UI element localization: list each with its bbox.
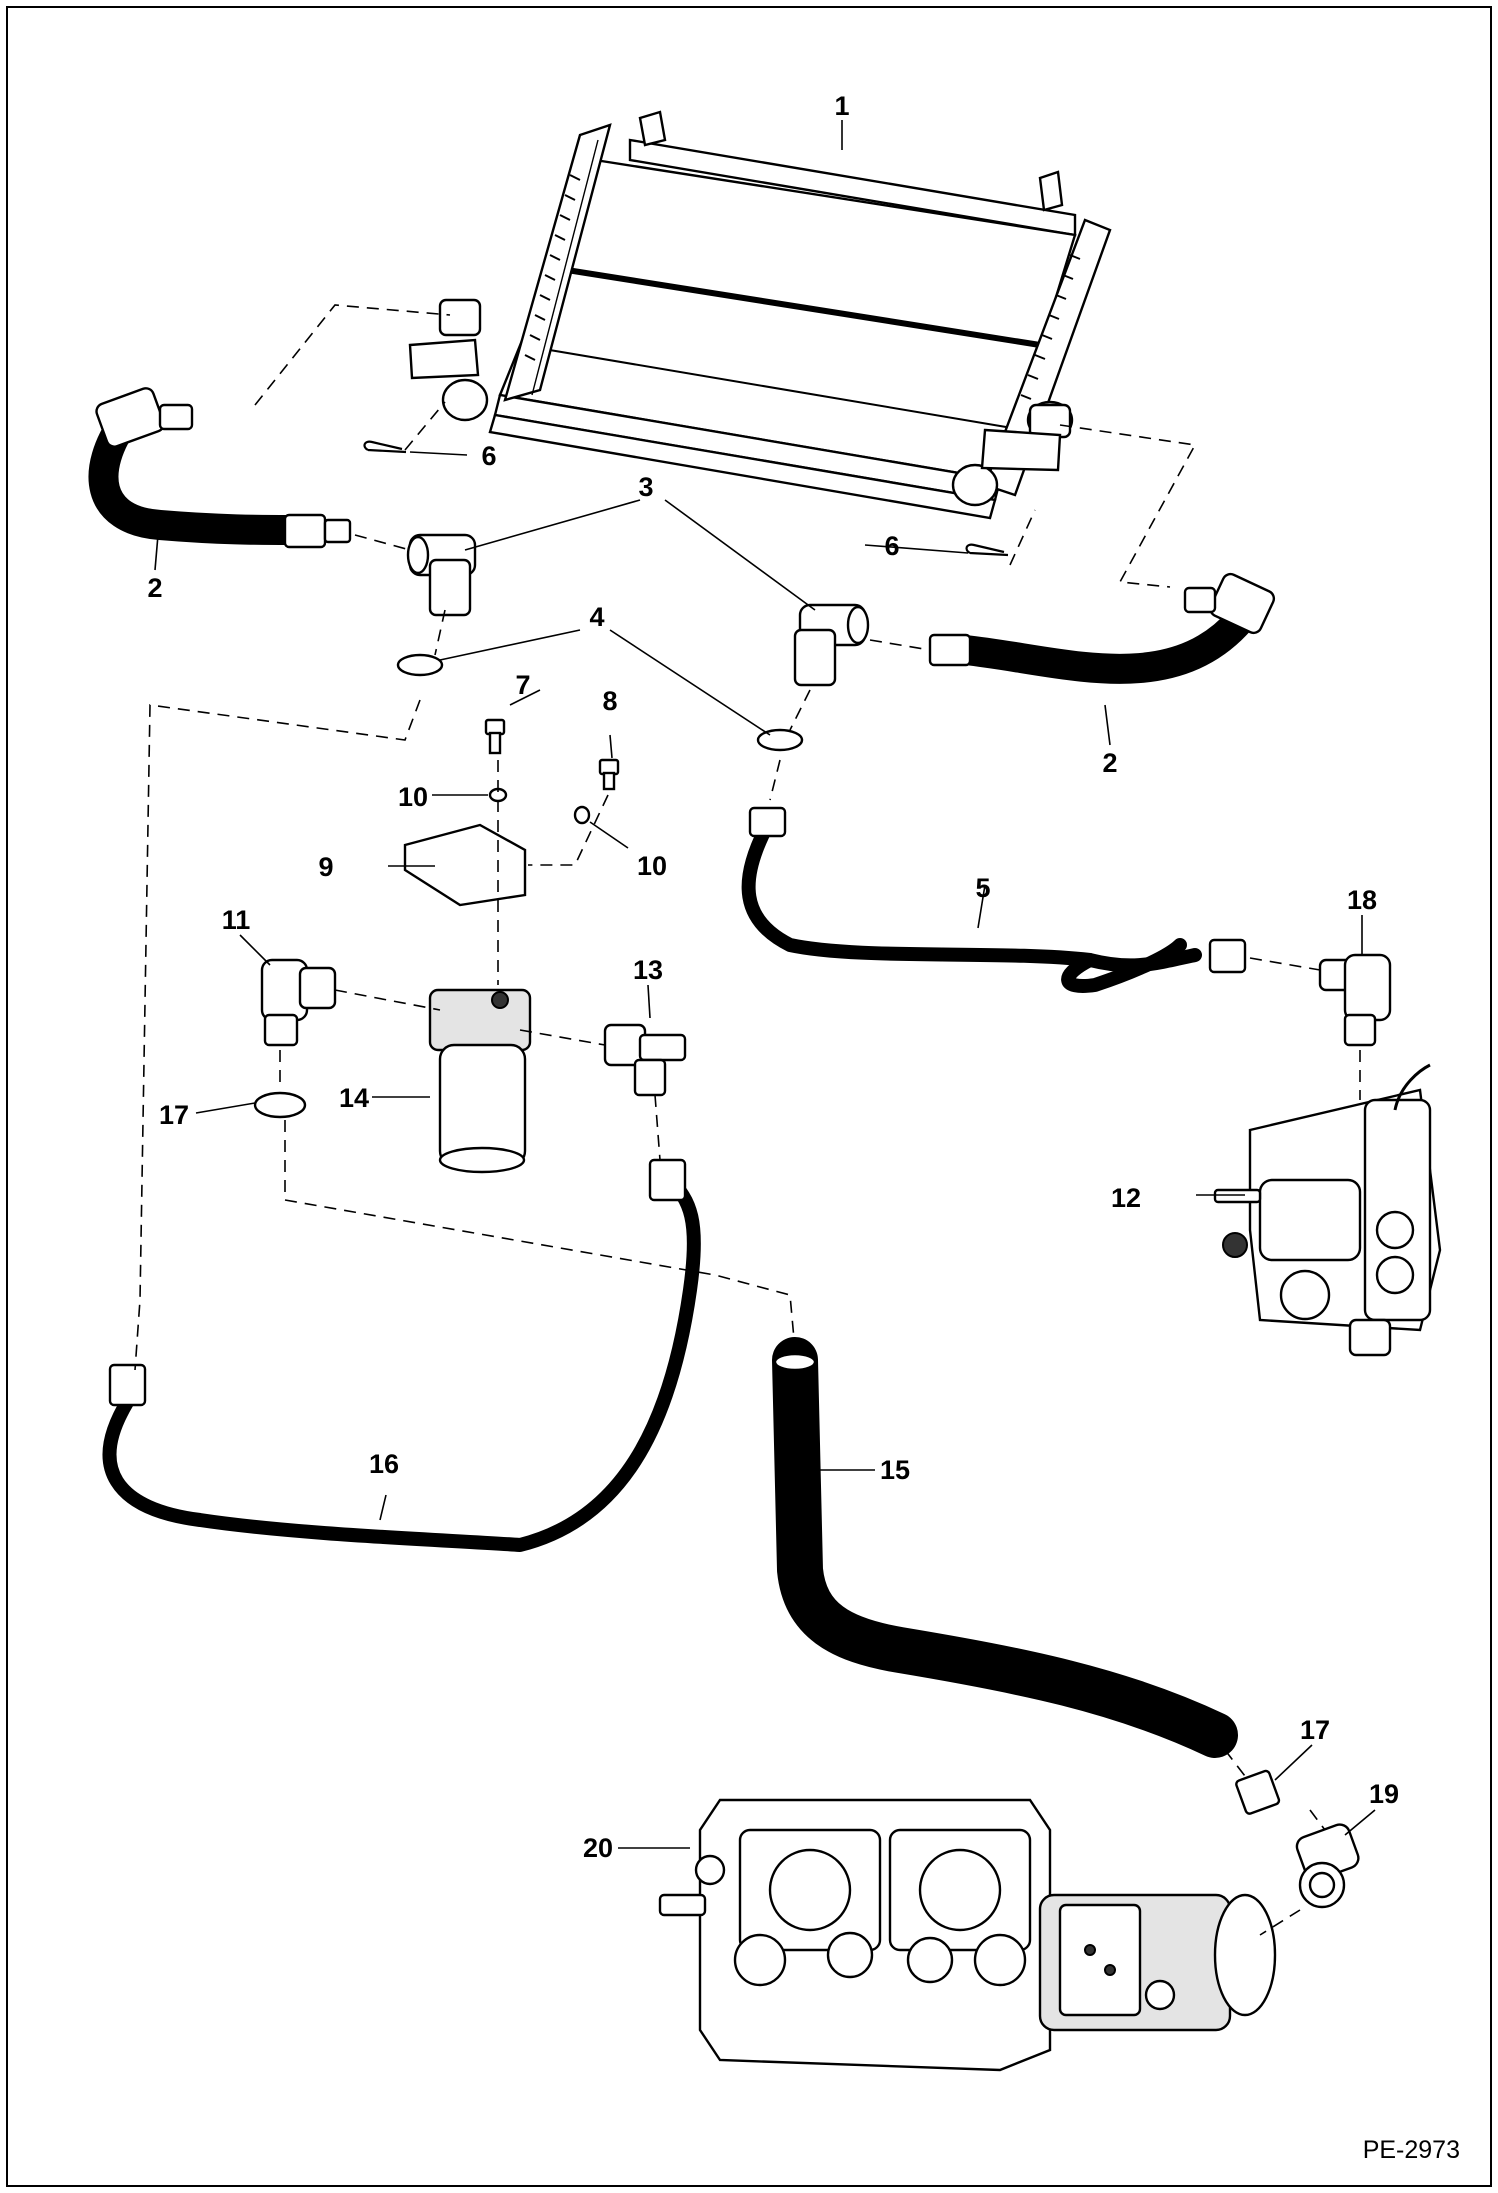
pin-right [965, 543, 1009, 557]
callout-7: 7 [515, 670, 530, 700]
callout-1: 1 [834, 91, 849, 121]
callout-4: 4 [589, 602, 604, 632]
elbow-18 [1318, 953, 1392, 1047]
callout-11: 11 [222, 905, 251, 935]
callout-13: 13 [633, 955, 663, 985]
callout-10-left: 10 [398, 782, 428, 812]
hydrostatic-pump [658, 1798, 1277, 2072]
callout-16: 16 [369, 1449, 399, 1479]
tube-lower [102, 1158, 701, 1552]
callout-15: 15 [880, 1455, 910, 1485]
pin-left [363, 440, 407, 454]
elbow-11 [260, 958, 337, 1047]
callout-20: 20 [583, 1833, 613, 1863]
callout-2-left: 2 [147, 573, 162, 603]
elbow-fitting-left [406, 533, 477, 617]
callout-10-right: 10 [637, 851, 667, 881]
fitting-19 [1295, 1823, 1360, 1909]
oil-filter [428, 988, 532, 1174]
callout-9: 9 [318, 852, 333, 882]
callout-6-left: 6 [481, 441, 496, 471]
callout-18: 18 [1347, 885, 1377, 915]
tube-upper [741, 806, 1247, 993]
callout-2-right: 2 [1102, 748, 1117, 778]
bracket [403, 823, 527, 907]
nut-right [756, 728, 804, 752]
figure-id: PE-2973 [1363, 2136, 1460, 2164]
bolt-7 [484, 718, 506, 755]
callout-14: 14 [339, 1083, 369, 1113]
hose-left [88, 387, 352, 549]
callouts: 1 2 2 3 4 5 6 6 7 8 9 10 10 11 12 13 14 … [147, 91, 1399, 1863]
leader-lines [154, 120, 1376, 1849]
clamp-upper [253, 1091, 307, 1119]
callout-19: 19 [1369, 1779, 1399, 1809]
fitting-13 [603, 1023, 687, 1097]
callout-8: 8 [602, 686, 617, 716]
control-valve [1213, 1063, 1442, 1357]
hose-15 [772, 1337, 1238, 1758]
washer-right [573, 805, 591, 825]
clamp-lower [1235, 1769, 1281, 1815]
bolt-8 [598, 758, 620, 791]
callout-6-right: 6 [884, 531, 899, 561]
elbow-fitting-right [793, 603, 870, 687]
callout-17-upper: 17 [159, 1100, 189, 1130]
callout-3: 3 [638, 472, 653, 502]
callout-5: 5 [975, 873, 990, 903]
callout-17-lower: 17 [1300, 1715, 1330, 1745]
connection-lines [134, 304, 1361, 1936]
nut-left [396, 653, 444, 677]
callout-12: 12 [1111, 1183, 1141, 1213]
oil-cooler [408, 110, 1112, 520]
diagram-frame [6, 6, 1492, 2187]
hose-right [928, 572, 1276, 684]
